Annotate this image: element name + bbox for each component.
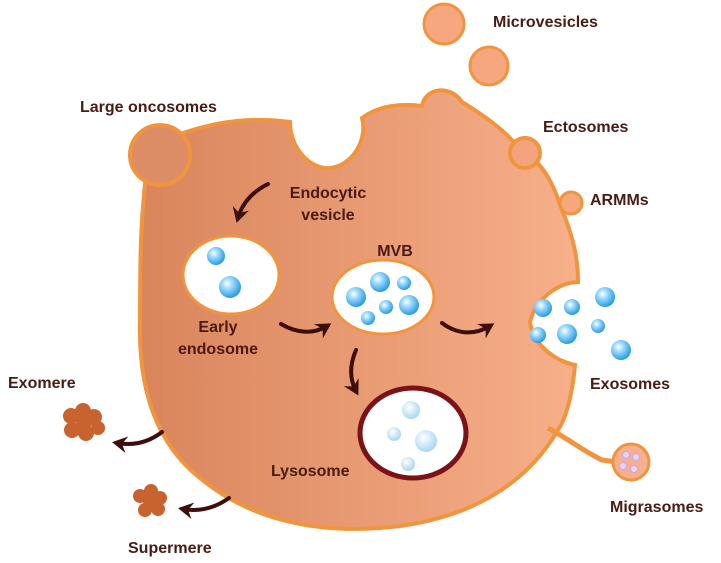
- label-ectosomes: Ectosomes: [543, 119, 628, 136]
- exomere-particle: [63, 403, 105, 441]
- label-microvesicles: Microvesicles: [493, 14, 598, 31]
- arrow-mvb-to-lysosome: [343, 348, 359, 396]
- label-large-oncosomes: Large oncosomes: [80, 99, 217, 116]
- exosomes: [530, 287, 631, 360]
- large-oncosome-bulge: [128, 123, 192, 187]
- migrasome: [546, 425, 651, 482]
- multivesicular-body: [330, 258, 436, 336]
- armm-vesicle: [558, 190, 584, 216]
- ectosome-bump: [508, 136, 542, 170]
- label-early-endosome-1: Early: [198, 319, 237, 336]
- supermere-particle: [133, 484, 167, 517]
- label-mvb: MVB: [377, 243, 413, 260]
- lysosome: [357, 385, 469, 481]
- label-endocytic-vesicle-1: Endocytic: [290, 185, 367, 202]
- arrow-early-to-mvb: [279, 322, 332, 339]
- arrow-mvb-to-exosomes: [440, 321, 495, 339]
- label-endocytic-vesicle-2: vesicle: [301, 207, 354, 224]
- label-migrasomes: Migrasomes: [610, 499, 703, 516]
- early-endosome: [181, 234, 281, 316]
- microvesicle-2: [468, 45, 510, 87]
- label-armms: ARMMs: [590, 192, 649, 209]
- label-lysosome: Lysosome: [271, 463, 350, 480]
- arrow-exomere: [112, 430, 164, 454]
- arrow-supermere: [178, 496, 231, 520]
- arrow-endocytosis: [232, 182, 270, 223]
- label-exosomes: Exosomes: [590, 376, 670, 393]
- label-early-endosome-2: endosome: [178, 341, 258, 358]
- label-supermere: Supermere: [128, 540, 212, 557]
- microvesicle-1: [422, 2, 466, 46]
- label-exomere: Exomere: [8, 375, 76, 392]
